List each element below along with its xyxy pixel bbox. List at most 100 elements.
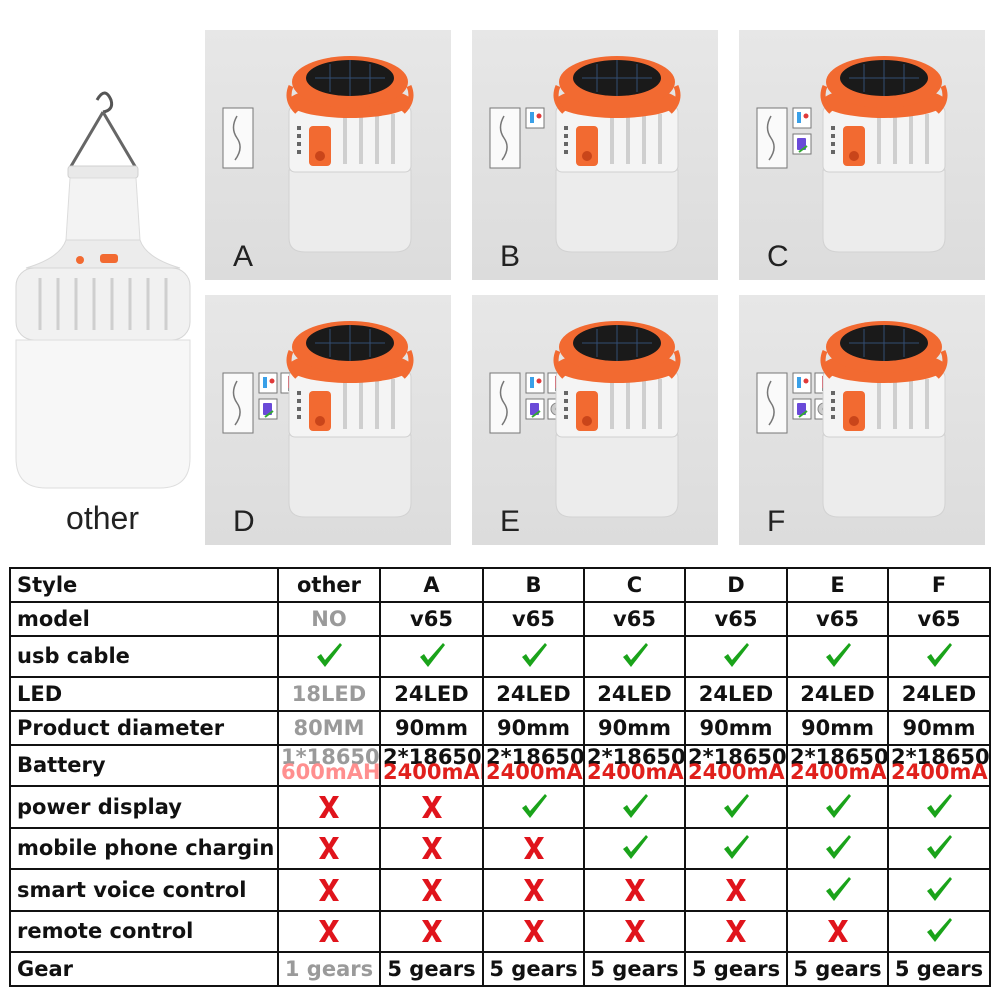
value-cell: 5 gears <box>583 951 686 987</box>
usb-cable-accessory-icon <box>489 372 521 434</box>
header-cell: A <box>379 567 484 603</box>
usb-cable-accessory-icon <box>756 372 788 434</box>
panel-c: C <box>739 30 985 280</box>
feature-cell <box>379 826 484 871</box>
panel-a: A <box>205 30 451 280</box>
other-bulb-image <box>0 80 205 550</box>
cross-icon <box>421 878 442 901</box>
value-cell: 24LED <box>684 676 788 712</box>
feature-cell <box>379 634 484 679</box>
value-cell: 5 gears <box>684 951 788 987</box>
check-icon <box>521 643 547 668</box>
panel-b: B <box>472 30 718 280</box>
battery-capacity: 2400mAH <box>688 760 785 785</box>
feature-cell <box>379 785 484 829</box>
value-cell: 5 gears <box>887 951 991 987</box>
solar-lamp-image <box>553 56 681 253</box>
usb-cable-accessory-icon <box>222 372 254 434</box>
feature-cell <box>482 909 585 954</box>
solar-lamp-image <box>820 56 948 253</box>
power-display-row: power display <box>9 785 991 829</box>
cross-icon <box>827 920 848 943</box>
feature-cell <box>684 634 788 679</box>
cross-icon <box>421 920 442 943</box>
battery-cells: 2*18650 <box>790 745 888 770</box>
feature-cell <box>277 909 381 954</box>
value-cell: 90mm <box>887 709 991 746</box>
header-cell: E <box>786 567 889 603</box>
panel-d: D <box>205 295 451 545</box>
check-icon <box>927 793 952 818</box>
feature-cell <box>482 634 585 679</box>
battery-row: Battery 1*18650 600mAH 2*18650 2400mAH 2… <box>9 743 991 788</box>
usb-cable-accessory-icon <box>222 107 254 169</box>
feature-cell <box>887 868 991 912</box>
check-icon <box>927 876 952 901</box>
row-label: Product diameter <box>9 709 279 746</box>
check-icon <box>419 643 445 668</box>
feature-cell <box>583 909 686 954</box>
header-cell: B <box>482 567 585 603</box>
usb-cable-row: usb cable <box>9 634 991 679</box>
feature-cell <box>583 634 686 679</box>
value-cell: 90mm <box>379 709 484 746</box>
feature-cell <box>887 785 991 829</box>
battery-cells: 2*18650 <box>891 745 990 770</box>
value-cell: 80MM <box>277 709 381 746</box>
feature-cell <box>482 868 585 912</box>
panel-e: E <box>472 295 718 545</box>
feature-cell <box>277 634 381 679</box>
row-label: mobile phone chargin <box>9 826 279 871</box>
panel-f: F <box>739 295 985 545</box>
check-icon <box>521 793 547 818</box>
power-display-accessory-icon <box>525 372 545 394</box>
phone-charging-row: mobile phone chargin <box>9 826 991 871</box>
power-display-accessory-icon <box>792 372 812 394</box>
feature-cell <box>482 785 585 829</box>
check-icon <box>825 793 851 818</box>
feature-cell <box>482 826 585 871</box>
panel-letter: E <box>500 505 521 538</box>
feature-cell <box>379 868 484 912</box>
check-icon <box>724 793 749 818</box>
feature-cell <box>786 785 889 829</box>
feature-cell <box>887 634 991 679</box>
usb-cable-accessory-icon <box>489 107 521 169</box>
check-icon <box>622 793 648 818</box>
cross-icon <box>319 878 339 901</box>
feature-cell <box>684 826 788 871</box>
other-label: other <box>66 500 139 536</box>
check-icon <box>825 876 851 901</box>
battery-cell: 2*18650 2400mAH <box>482 743 585 788</box>
feature-cell <box>786 909 889 954</box>
battery-capacity: 2400mAH <box>587 760 684 785</box>
phone-charging-accessory-icon <box>525 398 545 420</box>
check-icon <box>927 643 952 668</box>
value-cell: v65 <box>684 600 788 637</box>
battery-cells: 1*18650 <box>281 745 380 770</box>
power-display-accessory-icon <box>792 107 812 129</box>
feature-cell <box>277 826 381 871</box>
battery-cells: 2*18650 <box>688 745 787 770</box>
battery-cell: 2*18650 2400mAH <box>786 743 889 788</box>
value-cell: v65 <box>887 600 991 637</box>
phone-charging-accessory-icon <box>792 133 812 155</box>
solar-lamp-image <box>286 321 414 518</box>
header-cell: D <box>684 567 788 603</box>
battery-capacity: 600mAH <box>281 760 380 785</box>
battery-cell: 2*18650 2400mAH <box>887 743 991 788</box>
check-icon <box>927 918 952 943</box>
row-label: remote control <box>9 909 279 954</box>
feature-cell <box>786 634 889 679</box>
feature-cell <box>583 868 686 912</box>
check-icon <box>724 643 749 668</box>
battery-capacity: 2400mAH <box>790 760 887 785</box>
value-cell: 24LED <box>482 676 585 712</box>
solar-lamp-image <box>820 321 948 518</box>
phone-charging-accessory-icon <box>258 398 278 420</box>
feature-cell <box>684 868 788 912</box>
feature-cell <box>887 826 991 871</box>
